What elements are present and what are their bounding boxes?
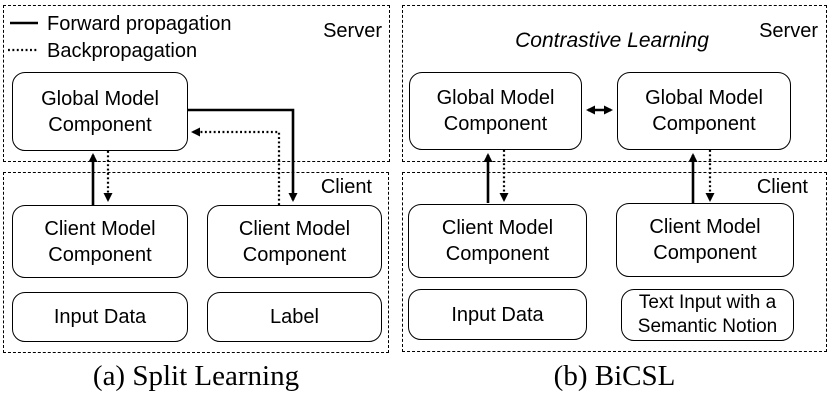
client-model-component-box-a-left: Client Model Component bbox=[12, 205, 188, 278]
input-data-box-b: Input Data bbox=[408, 289, 587, 340]
client-model-component-label-b-left: Client Model Component bbox=[441, 217, 554, 265]
global-model-component-box-b-left: Global Model Component bbox=[409, 72, 582, 150]
server-label-b: Server bbox=[759, 20, 818, 42]
global-model-component-label-b-left: Global Model Component bbox=[436, 87, 555, 135]
text-input-semantic-label-b: Text Input with a Semantic Notion bbox=[637, 292, 778, 337]
client-label-a: Client bbox=[320, 176, 372, 198]
client-model-component-box-a-right: Client Model Component bbox=[207, 205, 382, 278]
legend-forward-label: Forward propagation bbox=[47, 13, 232, 35]
client-model-component-box-b-left: Client Model Component bbox=[408, 204, 587, 278]
client-model-component-label-b-right: Client Model Component bbox=[649, 216, 761, 264]
caption-split-learning: (a) Split Learning bbox=[92, 360, 300, 392]
client-model-component-box-b-right: Client Model Component bbox=[616, 203, 794, 277]
input-data-label-b: Input Data bbox=[451, 303, 544, 326]
global-model-component-label-b-right: Global Model Component bbox=[645, 87, 763, 135]
global-model-component-box-a: Global Model Component bbox=[12, 72, 188, 151]
label-box-a: Label bbox=[207, 292, 382, 342]
label-label-a: Label bbox=[270, 306, 319, 328]
input-data-label-a: Input Data bbox=[53, 306, 147, 328]
global-model-component-label-a: Global Model Component bbox=[41, 87, 159, 136]
legend-backprop-label: Backpropagation bbox=[47, 40, 198, 62]
global-model-component-box-b-right: Global Model Component bbox=[617, 72, 791, 150]
client-region-b bbox=[402, 172, 827, 352]
client-model-component-label-a-left: Client Model Component bbox=[44, 217, 156, 266]
client-label-b: Client bbox=[756, 176, 808, 198]
server-label-a: Server bbox=[323, 20, 382, 42]
input-data-box-a: Input Data bbox=[12, 292, 188, 342]
server-region-b bbox=[402, 5, 827, 162]
client-model-component-label-a-right: Client Model Component bbox=[238, 217, 351, 266]
caption-bicsl: (b) BiCSL bbox=[553, 360, 676, 392]
contrastive-learning-title: Contrastive Learning bbox=[515, 29, 709, 52]
text-input-semantic-box-b: Text Input with a Semantic Notion bbox=[621, 289, 794, 341]
